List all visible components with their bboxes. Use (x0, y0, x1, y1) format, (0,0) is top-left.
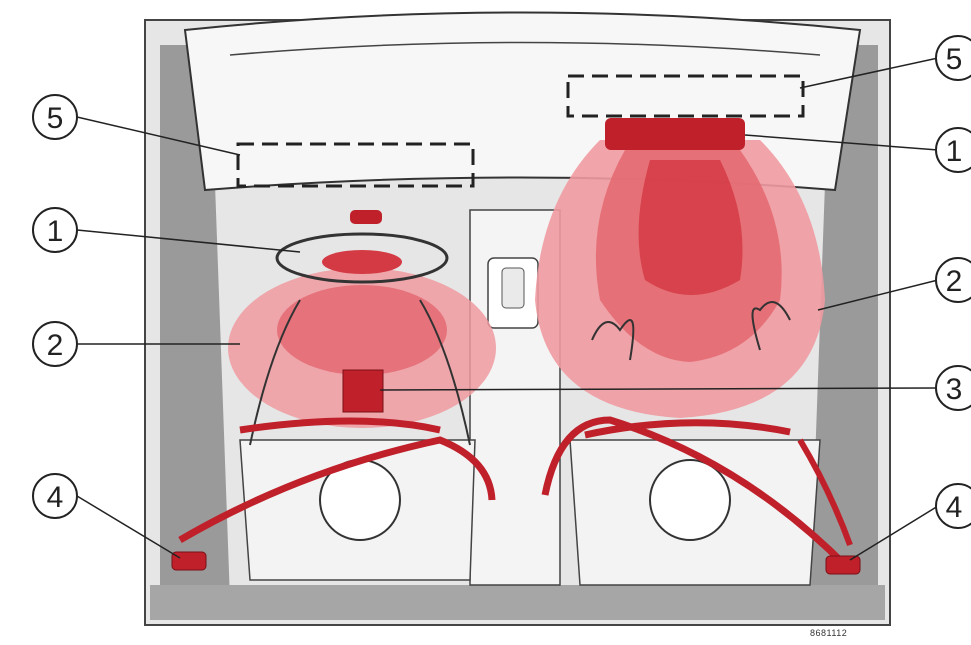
right-occupant-head (650, 460, 730, 540)
airbag-module-1 (350, 210, 382, 224)
reference-code: 8681112 (810, 628, 847, 638)
svg-text:4: 4 (946, 491, 963, 524)
callout-left-2: 2 (33, 322, 77, 366)
svg-text:1: 1 (47, 215, 64, 248)
callout-right-3: 3 (936, 366, 971, 410)
svg-text:1: 1 (946, 135, 963, 168)
left-belt-buckle-4 (172, 552, 206, 570)
svg-text:2: 2 (946, 265, 963, 298)
svg-text:5: 5 (946, 43, 963, 76)
callout-right-4: 4 (936, 484, 971, 528)
callout-left-5: 5 (33, 95, 77, 139)
airbag-module-passenger (605, 118, 745, 150)
callout-left-4: 4 (33, 474, 77, 518)
knee-airbag-3 (343, 370, 383, 412)
svg-text:3: 3 (946, 373, 963, 406)
callout-right-1: 1 (936, 128, 971, 172)
svg-text:5: 5 (47, 102, 64, 135)
left-airbag-inner (277, 285, 447, 375)
svg-text:4: 4 (47, 481, 64, 514)
callout-left-1: 1 (33, 208, 77, 252)
right-belt-buckle-4 (826, 556, 860, 574)
callout-right-5: 5 (936, 36, 971, 80)
floor-strip (150, 585, 885, 620)
callout-right-2: 2 (936, 258, 971, 302)
svg-text:2: 2 (47, 329, 64, 362)
